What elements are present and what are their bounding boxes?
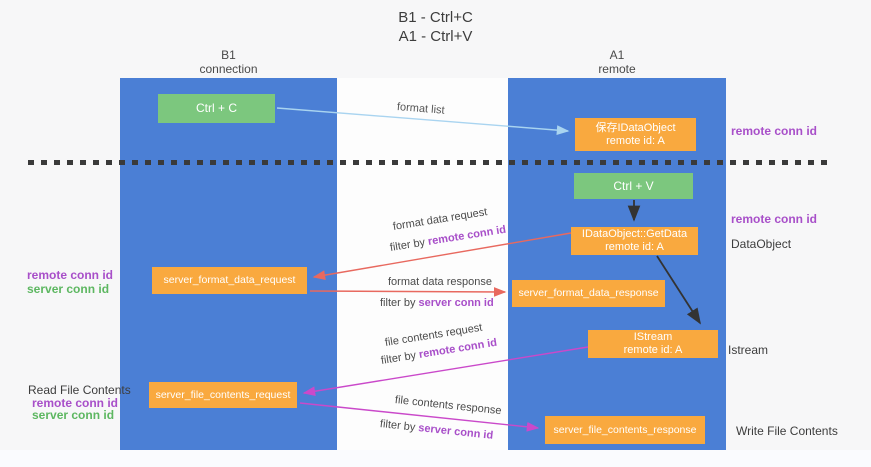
idataobject-getdata-box: IDataObject::GetData remote id: A bbox=[571, 227, 698, 255]
bottom-strip bbox=[0, 450, 871, 467]
remote-conn-id-label-mid-left: remote conn id bbox=[27, 268, 114, 282]
server-file-contents-response-label: server_file_contents_response bbox=[553, 423, 697, 436]
left-column-header: B1 connection bbox=[120, 48, 337, 76]
right-column-header: A1 remote bbox=[508, 48, 726, 76]
title-line-1: B1 - Ctrl+C bbox=[398, 9, 473, 26]
getdata-line2: remote id: A bbox=[605, 241, 664, 253]
ctrl-c-label: Ctrl + C bbox=[195, 101, 237, 115]
format-data-response-filter-label: filter by server conn id bbox=[380, 297, 494, 309]
dataobject-label: DataObject bbox=[731, 237, 792, 251]
diagram-title: B1 - Ctrl+C A1 - Ctrl+V bbox=[0, 8, 871, 46]
read-file-contents-label: Read File Contents bbox=[28, 383, 131, 397]
server-format-data-response-box: server_format_data_response bbox=[512, 280, 665, 307]
left-column-role: connection bbox=[199, 62, 258, 76]
istream-line2: remote id: A bbox=[623, 344, 683, 356]
save-idataobject-box: 保存IDataObject remote id: A bbox=[575, 118, 696, 151]
remote-conn-id-label-bottom-left: remote conn id bbox=[32, 396, 119, 410]
left-column-name: B1 bbox=[221, 48, 236, 62]
server-file-contents-request-label: server_file_contents_request bbox=[155, 388, 291, 401]
istream-side-label: Istream bbox=[728, 343, 769, 357]
right-column-name: A1 bbox=[609, 48, 625, 62]
ctrl-v-box: Ctrl + V bbox=[574, 173, 693, 199]
format-data-response-label: format data response bbox=[388, 276, 492, 288]
remote-conn-id-label-mid-right: remote conn id bbox=[731, 212, 818, 226]
ctrl-c-box: Ctrl + C bbox=[158, 94, 275, 123]
phase-separator-dashed-line bbox=[28, 160, 834, 165]
right-column-role: remote bbox=[598, 62, 636, 76]
column-gap-background bbox=[337, 78, 508, 450]
server-format-data-request-box: server_format_data_request bbox=[152, 267, 307, 294]
server-conn-id-label-mid-left: server conn id bbox=[27, 282, 110, 296]
save-idataobject-line1: 保存IDataObject bbox=[595, 121, 676, 134]
server-file-contents-request-box: server_file_contents_request bbox=[149, 382, 297, 408]
istream-line1: IStream bbox=[633, 331, 673, 343]
server-file-contents-response-box: server_file_contents_response bbox=[545, 416, 705, 444]
server-format-data-response-label: server_format_data_response bbox=[518, 287, 659, 299]
server-conn-id-filter-text: server conn id bbox=[418, 297, 494, 309]
save-idataobject-line2: remote id: A bbox=[606, 134, 665, 147]
getdata-line1: IDataObject::GetData bbox=[581, 228, 688, 240]
ctrl-v-label: Ctrl + V bbox=[613, 178, 654, 193]
remote-conn-id-label-top-right: remote conn id bbox=[731, 124, 818, 138]
server-format-data-request-label: server_format_data_request bbox=[163, 274, 296, 286]
filter-by-text: filter by bbox=[380, 297, 419, 309]
write-file-contents-label: Write File Contents bbox=[736, 424, 838, 438]
istream-box: IStream remote id: A bbox=[588, 330, 718, 358]
title-line-2: A1 - Ctrl+V bbox=[398, 28, 473, 45]
server-conn-id-label-bottom-left: server conn id bbox=[32, 408, 115, 422]
